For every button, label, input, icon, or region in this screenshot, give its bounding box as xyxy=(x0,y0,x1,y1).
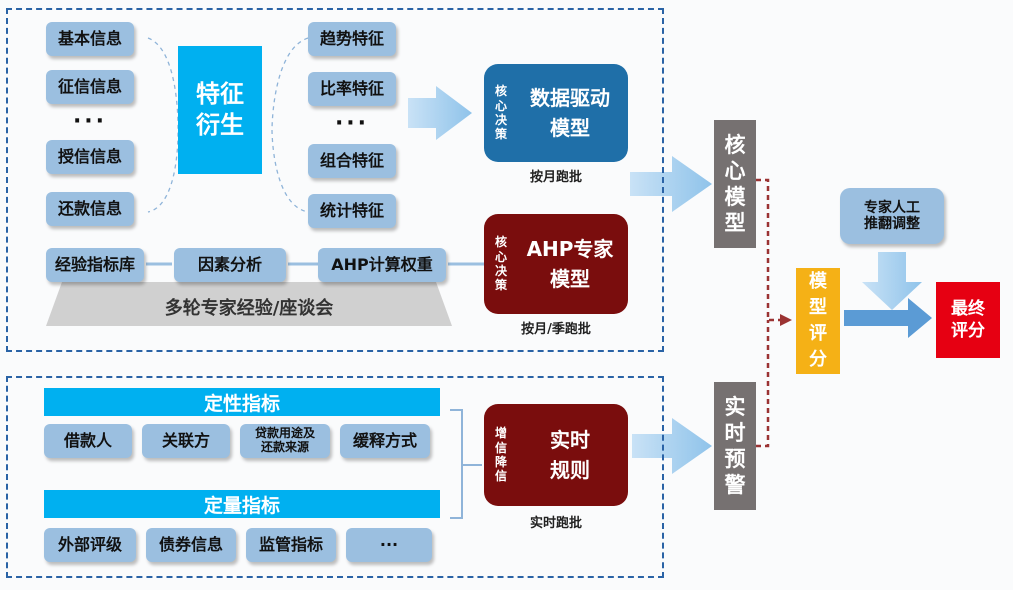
item-quant-ellipsis: ··· xyxy=(346,528,432,562)
item-ahp-weight: AHP计算权重 xyxy=(318,248,446,282)
item-bond-info: 债券信息 xyxy=(146,528,236,562)
item-related-party: 关联方 xyxy=(142,424,230,458)
item-ratio-feature: 比率特征 xyxy=(308,72,396,106)
left-brace-curve xyxy=(147,37,179,213)
arrow-to-final xyxy=(844,298,932,338)
arrow-to-realtime-alert xyxy=(632,418,712,474)
expert-banner-label: 多轮专家经验/座谈会 xyxy=(164,298,334,319)
core-model-box: 核 心 模 型 xyxy=(714,120,756,248)
rule-model-side-label: 增 信 降 信 xyxy=(494,426,507,484)
bottom-bracket xyxy=(450,409,482,519)
final-score-box: 最终 评分 xyxy=(936,282,1000,358)
expert-banner-shape xyxy=(46,282,452,326)
ahp-model-title: AHP专家 模型 xyxy=(526,237,614,291)
item-experience-library: 经验指标库 xyxy=(46,248,144,282)
arrow-to-data-model xyxy=(408,86,472,140)
qualitative-indicator-bar: 定性指标 xyxy=(44,388,440,416)
ahp-model-side-label: 核 心 决 策 xyxy=(494,235,507,293)
item-factor-analysis: 因素分析 xyxy=(174,248,286,282)
item-grant-info: 授信信息 xyxy=(46,140,134,174)
quantitative-indicator-bar: 定量指标 xyxy=(44,490,440,518)
rule-model-title: 实时 规则 xyxy=(550,428,590,482)
item-external-rating: 外部评级 xyxy=(44,528,136,562)
realtime-alert-box: 实 时 预 警 xyxy=(714,382,756,510)
arrow-manual-down xyxy=(862,252,922,310)
item-loan-purpose: 贷款用途及 还款来源 xyxy=(240,424,330,458)
dashed-arrowhead xyxy=(780,314,792,326)
model-score-box: 模 型 评 分 xyxy=(796,268,840,374)
alert-to-score-dashed xyxy=(756,320,770,448)
item-stat-feature: 统计特征 xyxy=(308,194,396,228)
item-basic-info: 基本信息 xyxy=(46,22,134,56)
feature-derivation-box: 特征 衍生 xyxy=(178,46,262,174)
ahp-expert-model: 核 心 决 策 AHP专家 模型 xyxy=(484,214,628,314)
feature-section-frame xyxy=(6,8,664,352)
item-regulatory-indicator: 监管指标 xyxy=(246,528,336,562)
arrow-to-core-model xyxy=(630,156,712,212)
item-trend-feature: 趋势特征 xyxy=(308,22,396,56)
manual-override-box: 专家人工 推翻调整 xyxy=(840,188,944,244)
item-repay-info: 还款信息 xyxy=(46,192,134,226)
item-borrower: 借款人 xyxy=(44,424,132,458)
right-ellipsis: ··· xyxy=(334,110,370,136)
data-model-side-label: 核 心 决 策 xyxy=(494,84,507,142)
rule-model-caption: 实时跑批 xyxy=(529,516,582,531)
data-model-title: 数据驱动 模型 xyxy=(530,86,610,140)
indicator-section-frame xyxy=(6,376,664,578)
item-mitigation: 缓释方式 xyxy=(340,424,430,458)
core-to-score-dashed xyxy=(756,178,780,322)
ahp-model-caption: 按月/季跑批 xyxy=(521,322,591,337)
realtime-rule-model: 增 信 降 信 实时 规则 xyxy=(484,404,628,506)
item-credit-info: 征信信息 xyxy=(46,70,134,104)
left-ellipsis: ··· xyxy=(72,108,108,134)
data-driven-model: 核 心 决 策 数据驱动 模型 xyxy=(484,64,628,162)
data-model-caption: 按月跑批 xyxy=(529,170,582,185)
item-combo-feature: 组合特征 xyxy=(308,144,396,178)
